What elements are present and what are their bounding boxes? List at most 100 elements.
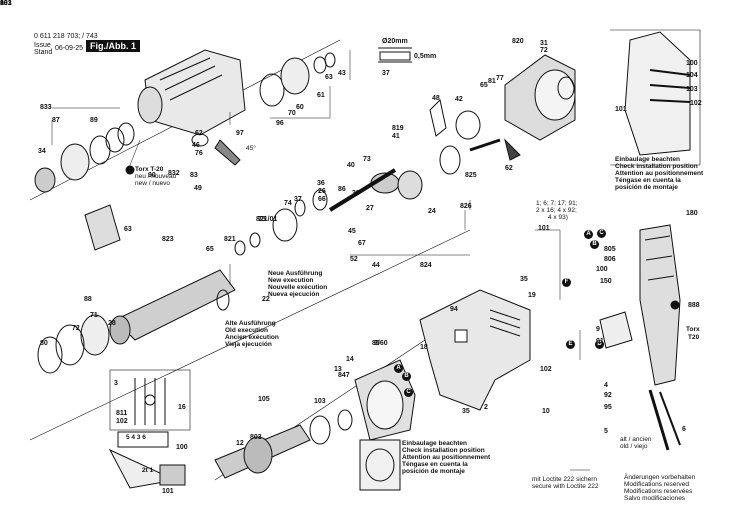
part-label: 46 [192,142,200,149]
part-label: 96 [276,120,284,127]
old-version-4: Vieja ejecución [225,341,272,348]
badge-d: D [595,340,604,349]
part-label: 38 [352,190,360,197]
footer-3: Modifications reservées [624,488,693,495]
part-label: 62 [505,165,513,172]
part-label: 27 [366,205,374,212]
alt-2: old / viejo [620,443,648,450]
part-label: 90 [148,172,156,179]
part-label: 37 [294,196,302,203]
old-version-1: Alte Ausführung [225,320,276,327]
part-label: 92 [604,392,612,399]
part-label: 43 [338,70,346,77]
handle-housing [419,289,531,411]
badge-b: B [590,240,599,249]
part-label: 86 [338,186,346,193]
new-version-1: Neue Ausführung [268,270,323,277]
part-label: 95 [604,404,612,411]
part-label: 102 [116,418,128,425]
angle-label: 45° [246,145,256,152]
part-label: 70 [288,110,296,117]
part-label: 100 [176,444,188,451]
part-label: 26 [318,188,326,195]
old-version-2: Old execution [225,327,268,334]
mounting-top-4: Téngase en cuenta la [615,177,681,184]
stand-label: Stand [34,49,53,56]
part-label: 71 [90,312,98,319]
part-label: 823 [162,236,174,243]
part-label: 35 [462,408,470,415]
part-label: 72 [72,325,80,332]
variants-1: 1; 6; 7; 17; 91; [536,200,578,207]
old-version-3: Ancien exécution [225,334,279,341]
part-label: 72 [540,47,548,54]
part-label: 19 [528,292,536,299]
diameter-label: Ø20mm [382,38,408,45]
torx-right-2: T20 [688,334,700,341]
part-label: 85 [372,340,380,347]
mounting-top-1: Einbaulage beachten [615,156,681,163]
part-label: 45 [348,228,356,235]
mounting-bottom-4: Téngase en cuenta la [402,461,468,468]
part-label: 83 [190,172,198,179]
part-label: 803 [250,434,262,441]
new-version-2: New execution [268,277,314,284]
badge-b-2: B [402,372,411,381]
part-label: 103 [686,86,698,93]
part-label: 100 [596,266,608,273]
mounting-bottom-5: posición de montaje [402,468,465,475]
part-label: 40 [347,162,355,169]
alt-1: alt / ancien [620,436,652,443]
figure-label: Fig./Abb. 1 [86,40,140,52]
part-label: 63 [124,226,132,233]
part-label: 824 [420,262,432,269]
part-label: 44 [372,262,380,269]
part-label: 10 [542,408,550,415]
part-label: 42 [455,96,463,103]
loctite-2: secure with Loctite 222 [532,483,599,490]
dimension-part: 37 [382,70,390,77]
new-version-3: Nouvelle exécution [268,284,328,291]
part-label: 104 [686,72,698,79]
variants-2: 2 x 16; 4 x 92; [536,207,577,214]
part-label: 93 [0,0,8,7]
part-label: 832 [168,170,180,177]
footer-1: Änderungen vorbehalten [624,474,696,481]
footer-2: Modifications reserved [624,481,690,488]
badge-f: F [562,278,571,287]
part-label: 811 [116,410,128,417]
mounting-top-3: Attention au positionnement [615,170,704,177]
part-label: 101 [162,488,174,495]
variants-3: 4 x 93) [548,214,568,221]
part-number: 0 611 218 703; / 743 [34,33,98,40]
mounting-bottom-1: Einbaulage beachten [402,440,468,447]
torx-note-2: neu / nouveau [135,173,177,180]
part-label: 102 [690,100,702,107]
part-label: 821 [224,236,236,243]
badge-c: C [597,229,606,238]
part-label: 3/60 [374,340,388,347]
part-label: 77 [496,75,504,82]
part-label: 75 [258,216,266,223]
part-label: 74 [284,200,292,207]
part-label: 36 [317,180,325,187]
part-label: 62 [195,130,203,137]
part-label: 180 [686,210,698,217]
part-label: 5 [604,428,608,435]
spindle [114,269,236,341]
badge-e: E [566,340,575,349]
part-label: 60 [296,104,304,111]
part-label: 87 [52,117,60,124]
loctite-1: mit Loctite 222 sichern [532,476,598,483]
part-label: 73 [363,156,371,163]
part-label: 3 [114,380,118,387]
part-label: 847 [338,372,350,379]
part-label: 28 [108,320,116,327]
badge-c-2: C [404,388,413,397]
part-label: 103 [314,398,326,405]
torx-note-3: new / nuevo [135,180,171,187]
part-label: 821/01 [256,216,278,223]
mounting-top-2: Check installation position [615,163,698,170]
part-label: 34 [38,148,46,155]
part-label: 91 [596,338,604,345]
